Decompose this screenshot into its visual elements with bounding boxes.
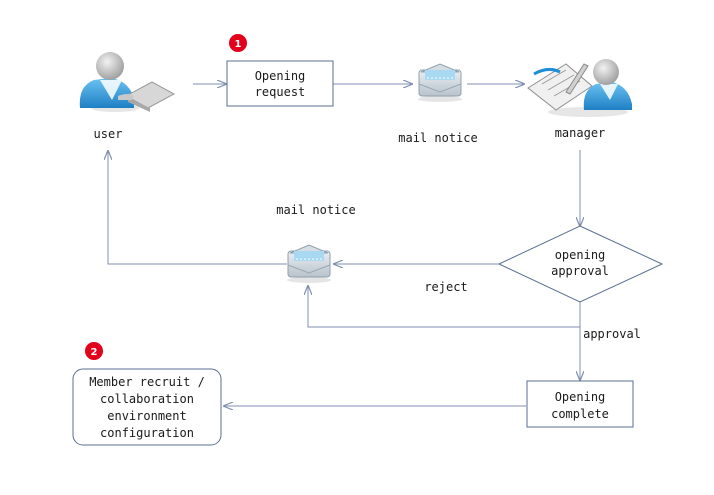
connectors <box>108 84 580 406</box>
mail-icon-left <box>287 244 331 283</box>
mail-notice-left-label: mail notice <box>276 203 355 217</box>
manager-label: manager <box>555 126 606 140</box>
mail-icon-top <box>418 63 462 102</box>
opening-complete-box: Opening complete <box>526 380 634 428</box>
mail-notice-top-label: mail notice <box>398 131 477 145</box>
reject-label: reject <box>424 280 467 294</box>
user-icon <box>79 52 176 112</box>
opening-approval-diamond: opening approval <box>497 225 664 303</box>
svg-text:approval: approval <box>551 264 609 278</box>
opening-request-box: Opening request <box>226 60 334 107</box>
svg-text:Member recruit /: Member recruit / <box>89 375 205 389</box>
step-1-badge: 1 <box>227 32 249 54</box>
svg-text:collaboration: collaboration <box>100 392 194 406</box>
svg-text:Opening: Opening <box>255 69 306 83</box>
arrow-mail-to-user <box>108 151 287 265</box>
member-recruit-box: Member recruit / collaboration environme… <box>72 368 222 446</box>
svg-text:complete: complete <box>551 407 609 421</box>
user-label: user <box>94 127 123 141</box>
manager-icon <box>527 59 632 117</box>
svg-text:Opening: Opening <box>555 390 606 404</box>
svg-text:2: 2 <box>91 347 98 358</box>
approval-label: approval <box>583 327 641 341</box>
step-2-badge: 2 <box>83 340 105 362</box>
svg-text:environment: environment <box>107 409 186 423</box>
svg-text:configuration: configuration <box>100 426 194 440</box>
svg-text:opening: opening <box>555 248 606 262</box>
svg-text:request: request <box>255 85 306 99</box>
svg-text:1: 1 <box>235 39 242 50</box>
